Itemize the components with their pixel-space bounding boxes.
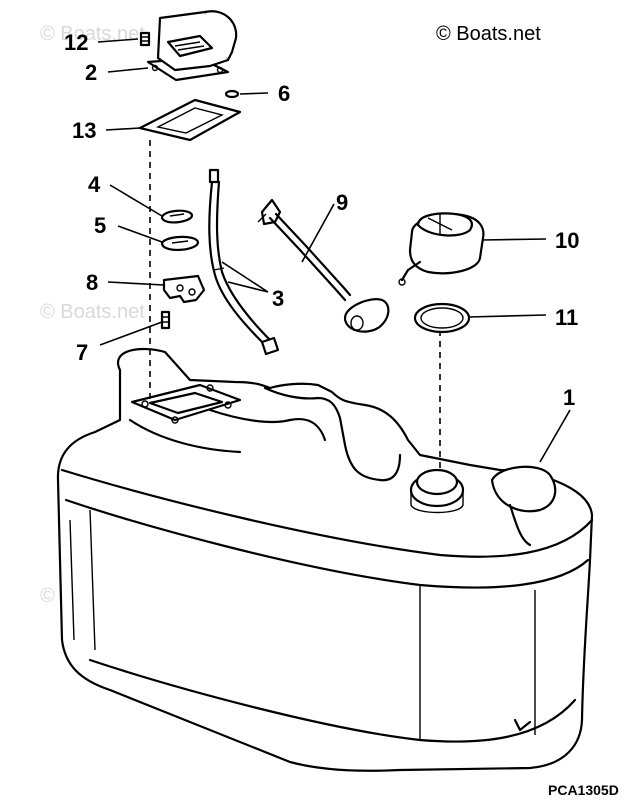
o-ring-part-11 bbox=[413, 302, 471, 334]
fuel-tank-part bbox=[56, 348, 594, 772]
retainer-part-5 bbox=[160, 235, 200, 251]
float-arm-part-9 bbox=[257, 198, 390, 333]
callout-8: 8 bbox=[86, 270, 98, 295]
callout-13: 13 bbox=[72, 118, 96, 143]
callout-11: 11 bbox=[555, 305, 578, 330]
callout-5: 5 bbox=[94, 213, 106, 238]
callout-12: 12 bbox=[64, 30, 88, 55]
clip-part-4 bbox=[160, 209, 194, 224]
callout-3: 3 bbox=[272, 286, 284, 311]
callout-numbers: 12 2 6 13 4 5 8 7 3 9 10 11 1 bbox=[64, 30, 579, 410]
callout-2: 2 bbox=[85, 60, 97, 85]
screw-part-7 bbox=[160, 310, 171, 330]
o-ring-part-6 bbox=[224, 89, 240, 99]
fuel-connector-part bbox=[146, 10, 238, 82]
callout-9: 9 bbox=[336, 190, 348, 215]
callout-4: 4 bbox=[88, 172, 101, 197]
fuel-cap-part-10 bbox=[398, 212, 485, 286]
callout-6: 6 bbox=[278, 81, 290, 106]
figure-code: PCA1305D bbox=[548, 782, 619, 798]
copyright-text: © Boats.net bbox=[436, 23, 541, 45]
leader-lines bbox=[97, 38, 571, 463]
bracket-part-8 bbox=[162, 274, 206, 304]
gasket-part-13 bbox=[138, 98, 242, 142]
watermark-text: © Boats.net bbox=[40, 301, 145, 323]
callout-10: 10 bbox=[555, 228, 579, 253]
alignment-dashes bbox=[149, 140, 441, 470]
watermark-text: © Boats.net bbox=[40, 23, 145, 45]
callout-7: 7 bbox=[76, 340, 88, 365]
callout-1: 1 bbox=[563, 385, 575, 410]
pickup-tube-part-3 bbox=[208, 168, 280, 356]
screw-part-12 bbox=[139, 31, 151, 47]
